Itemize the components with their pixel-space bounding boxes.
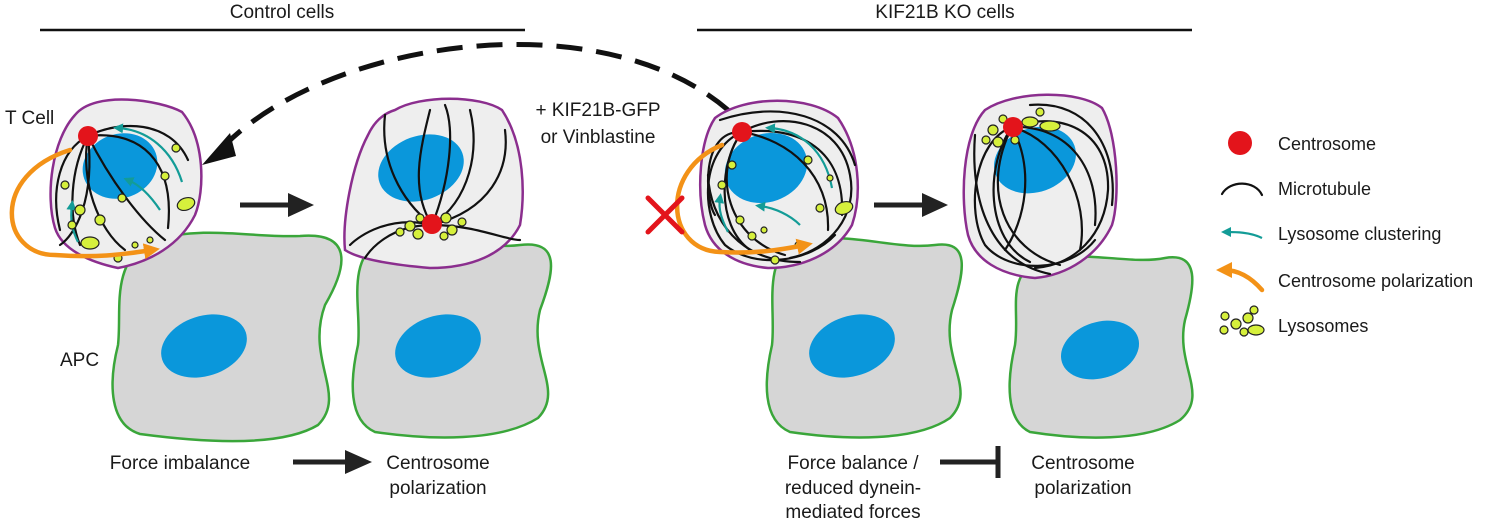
legend-label-microtubule: Microtubule [1278,179,1371,199]
centrosome-polarization-arrow-icon [1216,262,1265,293]
t-cell-nucleus [378,134,464,202]
apc-nucleus [395,314,481,378]
centrosome-polarization-arrow [674,142,813,255]
rescue-label-line2: or Vinblastine [541,127,656,148]
control-after-panel [343,97,553,439]
control-transition-arrow-head [288,193,314,217]
lysosomes-icon [1219,305,1265,337]
apc-nucleus [161,314,247,378]
ko-cause-line1: Force balance / [788,453,920,474]
ko-transition-arrow-head [922,193,948,217]
microtubules [706,110,857,264]
control-before-panel [9,98,343,443]
centrosome-polarization-arrow [9,147,160,260]
control-cause-text: Force imbalance [110,453,250,474]
lysosomes [60,143,196,263]
ko-effect-line1: Centrosome [1031,453,1135,474]
control-header: Control cells [230,2,335,23]
t-cell-label: T Cell [5,108,54,129]
t-cell-nucleus [724,132,808,204]
legend: Centrosome Microtubule Lysosome clusteri… [1216,131,1473,337]
microtubules [348,103,522,260]
apc-nucleus [809,314,895,378]
ko-cause-line2: reduced dynein- [785,478,921,499]
control-effect-line1: Centrosome [386,453,490,474]
legend-label-lysosome-clustering: Lysosome clustering [1278,224,1441,244]
centrosome-icon [1228,131,1252,155]
blocked-x-icon [645,195,685,235]
t-cell-nucleus [82,133,158,199]
legend-label-centrosome-polarization: Centrosome polarization [1278,271,1473,291]
apc-label: APC [60,350,99,371]
rescue-arrow-head [202,133,236,165]
centrosome [422,214,442,234]
ko-header: KIF21B KO cells [875,2,1014,23]
lysosome-clustering-arrow-icon [1221,227,1263,239]
microtubule-icon [1220,182,1264,197]
legend-label-centrosome: Centrosome [1278,134,1376,154]
rescue-label-line1: + KIF21B-GFP [535,100,660,121]
ko-cause-line3: mediated forces [785,502,920,521]
ko-before-panel [645,99,964,439]
ko-after-panel [962,93,1194,439]
microtubules [973,103,1114,276]
apc-nucleus [1060,320,1140,380]
control-effect-line2: polarization [389,478,486,499]
centrosome [1003,117,1023,137]
control-cause-arrow-head [345,450,372,474]
ko-effect-line2: polarization [1034,478,1131,499]
centrosome [78,126,98,146]
centrosome [732,122,752,142]
legend-label-lysosomes: Lysosomes [1278,316,1368,336]
lysosomes [717,155,854,265]
